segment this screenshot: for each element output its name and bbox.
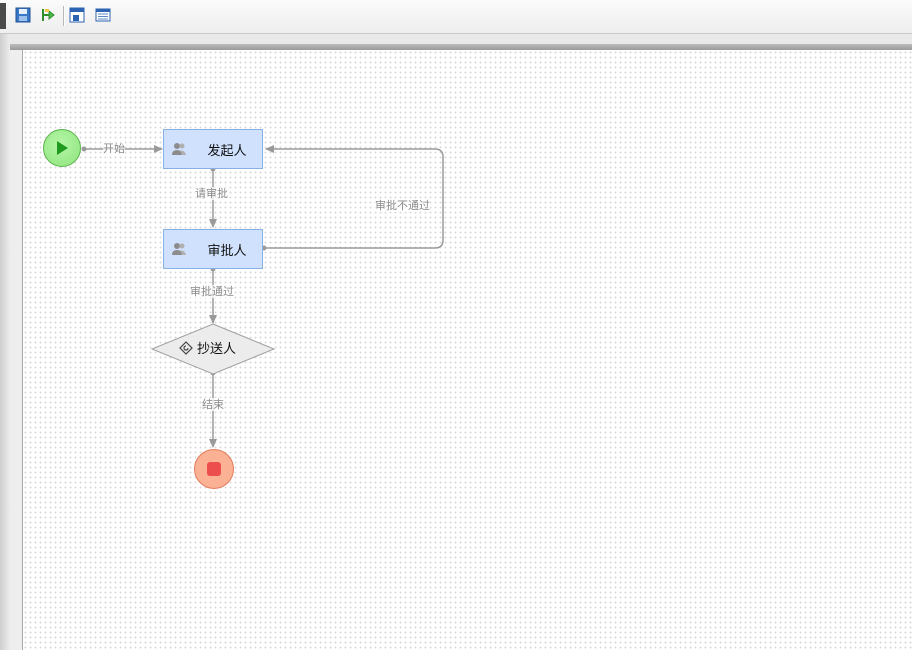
task-node-initiator[interactable]: 发起人 [163, 129, 263, 169]
list-icon [95, 8, 111, 22]
edge-approver-to-initiator[interactable] [264, 145, 444, 249]
start-node[interactable] [43, 129, 81, 167]
edge-start-point [81, 146, 87, 152]
task-label-initiator: 发起人 [207, 143, 247, 159]
users-icon [172, 243, 186, 255]
deploy-button[interactable] [39, 6, 57, 24]
edge-label-request[interactable]: 请审批 [195, 187, 228, 200]
toolbar-grip[interactable] [0, 3, 6, 29]
save-icon [15, 7, 31, 23]
users-icon [172, 143, 186, 155]
list-button[interactable] [94, 6, 112, 24]
save-button[interactable] [14, 6, 32, 24]
edge-label-approve[interactable]: 审批通过 [190, 285, 234, 298]
task-label-approver: 审批人 [207, 243, 247, 259]
task-node-approver[interactable]: 审批人 [163, 229, 263, 269]
edge-label-reject[interactable]: 审批不通过 [375, 199, 430, 212]
frame-bar [10, 44, 912, 50]
workflow-edges [81, 145, 444, 448]
deploy-icon [42, 9, 55, 21]
frame-top [10, 34, 912, 44]
play-icon [57, 141, 68, 155]
end-node[interactable] [194, 449, 234, 489]
gateway-node-cc[interactable]: 抄送人 [152, 324, 274, 374]
stop-icon [207, 462, 221, 476]
toolbar [0, 0, 912, 34]
gateway-swirl-icon [179, 341, 193, 355]
window-icon [69, 7, 85, 23]
edge-label-start[interactable]: 开始 [103, 142, 125, 155]
toolbar-separator [63, 6, 65, 26]
canvas-ruler [10, 50, 23, 650]
edge-label-end[interactable]: 结束 [202, 398, 224, 411]
window-button[interactable] [68, 6, 86, 24]
gateway-label-cc: 抄送人 [197, 342, 237, 357]
gateway-diamond[interactable] [150, 323, 276, 375]
